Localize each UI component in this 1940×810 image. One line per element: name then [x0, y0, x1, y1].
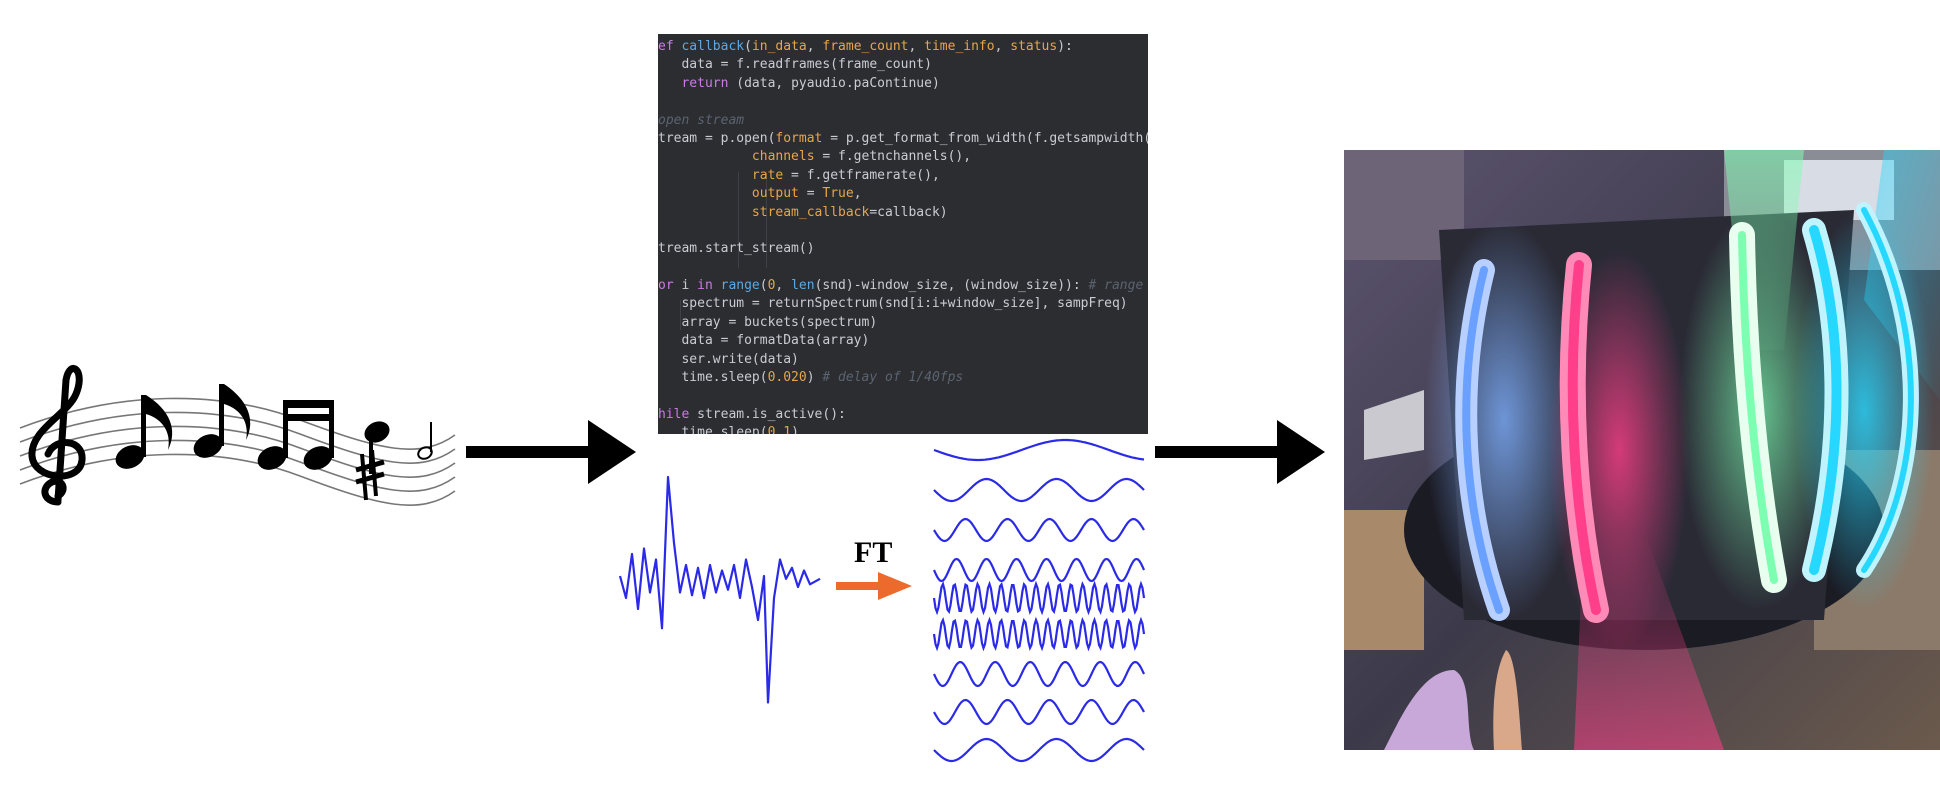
- led-strip-blue: [1455, 259, 1510, 621]
- indent-guide: [738, 172, 739, 268]
- code-line: ef callback(in_data, frame_count, time_i…: [658, 39, 1073, 54]
- code-line: tream.start_stream(): [658, 241, 815, 257]
- sine-component: [933, 660, 1145, 688]
- eighth-note-icon: [115, 395, 173, 469]
- music-staff-notes-icon: [19, 365, 456, 506]
- led-hat-photo: [1344, 150, 1940, 750]
- code-line: ser.write(data): [658, 351, 799, 367]
- code-line: channels = f.getnchannels(),: [751, 149, 972, 165]
- time-signal-waveform: [618, 475, 821, 704]
- indent-guide: [680, 300, 681, 330]
- code-line: data = f.readframes(frame_count): [658, 57, 932, 73]
- code-listing: ef callback(in_data, frame_count, time_i…: [658, 38, 1148, 434]
- code-line: [658, 387, 1148, 405]
- sine-component: [932, 580, 1146, 616]
- code-line: data = formatData(array): [658, 333, 870, 349]
- right-arrow-icon: [1155, 420, 1325, 484]
- code-line: [658, 259, 1148, 277]
- fourier-transform-diagram: FT: [618, 438, 1146, 763]
- code-line: rate = f.getframerate(),: [751, 167, 940, 183]
- hand: [1384, 670, 1474, 750]
- treble-clef-icon: [28, 365, 86, 506]
- sine-component: [933, 438, 1145, 462]
- code-line: time.sleep(0.020) # delay of 1/40fps: [658, 370, 964, 386]
- code-line: [658, 222, 1148, 240]
- led-strip-cyan: [1802, 202, 1919, 582]
- indent-guide: [766, 172, 767, 268]
- code-line: or i in range(0, len(snd)-window_size, (…: [658, 278, 1144, 294]
- ft-label: FT: [854, 536, 892, 569]
- right-arrow-icon: [466, 420, 636, 484]
- beamed-notes-icon: [257, 400, 334, 470]
- code-line: hile stream.is_active():: [658, 406, 846, 422]
- code-editor-panel: ef callback(in_data, frame_count, time_i…: [658, 34, 1148, 434]
- code-line: spectrum = returnSpectrum(snd[i:i+window…: [658, 296, 1128, 312]
- code-line: return (data, pyaudio.paContinue): [681, 75, 940, 91]
- sine-component: [933, 477, 1145, 503]
- sine-component: [932, 616, 1146, 652]
- led-strip-pink: [1559, 252, 1609, 623]
- sine-component: [933, 698, 1145, 726]
- code-line: [658, 93, 1148, 111]
- code-line: tream = p.open(format = p.get_format_fro…: [658, 130, 1148, 146]
- ft-arrow-icon: [836, 572, 912, 600]
- frequency-components: [932, 438, 1146, 763]
- code-line: open stream: [658, 112, 745, 128]
- code-line: array = buckets(spectrum): [658, 314, 878, 330]
- led-strip-green: [1729, 222, 1787, 593]
- sharp-note-icon: [355, 421, 390, 501]
- code-line: time.sleep(0.1): [658, 425, 799, 434]
- sine-component: [933, 737, 1145, 763]
- half-note-icon: [417, 422, 433, 460]
- code-line: stream_callback=callback): [751, 204, 948, 220]
- code-line: output = True,: [751, 186, 862, 202]
- sine-component: [933, 517, 1145, 543]
- eighth-note-icon: [193, 384, 251, 458]
- hand: [1493, 650, 1522, 750]
- sine-component: [932, 557, 1146, 583]
